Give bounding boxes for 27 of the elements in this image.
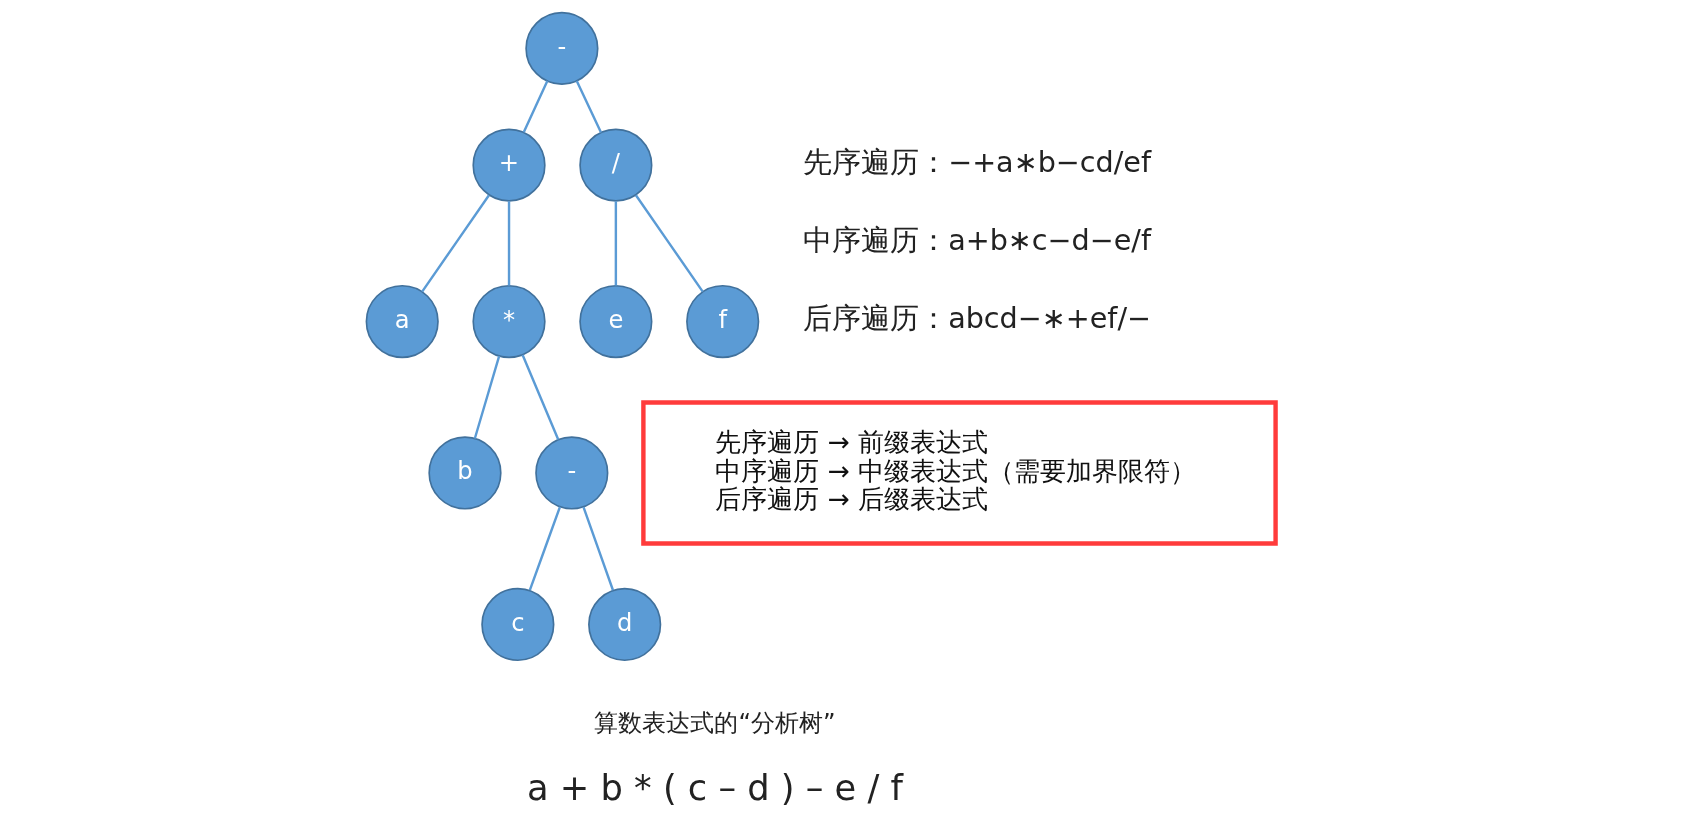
node-circle: * [471,284,546,359]
label: 先序遍历：−+a∗b−cd/ef [802,145,1151,180]
node-circle: - [534,436,608,510]
node-circle: a [365,284,439,359]
node-circle: b [427,436,502,510]
connector [581,506,614,591]
connector [522,80,548,133]
connector [507,201,510,286]
connector [473,355,500,439]
connector [575,80,602,134]
node-box: 先序遍历 → 前缀表达式 中序遍历 → 中缀表达式（需要加界限符） 后序遍历 → 后缀表达式 [640,400,1278,546]
node-circle: / [578,128,652,202]
connector [614,201,617,286]
node-circle: - [524,11,598,85]
connector [528,506,561,591]
label: a + b * ( c – d ) – e / f [526,766,903,808]
label: 后序遍历：abcd−∗+ef/− [802,301,1151,336]
connector [634,194,704,293]
label: 算数表达式的“分析树” [593,709,836,738]
node-circle: d [587,587,661,662]
node-circle: + [471,128,546,202]
node-circle: e [578,284,652,359]
label: 中序遍历：a+b∗c−d−e/f [802,223,1151,258]
node-circle: c [480,587,554,662]
node-circle: f [685,284,759,359]
connector [521,354,559,441]
connector [420,194,490,293]
